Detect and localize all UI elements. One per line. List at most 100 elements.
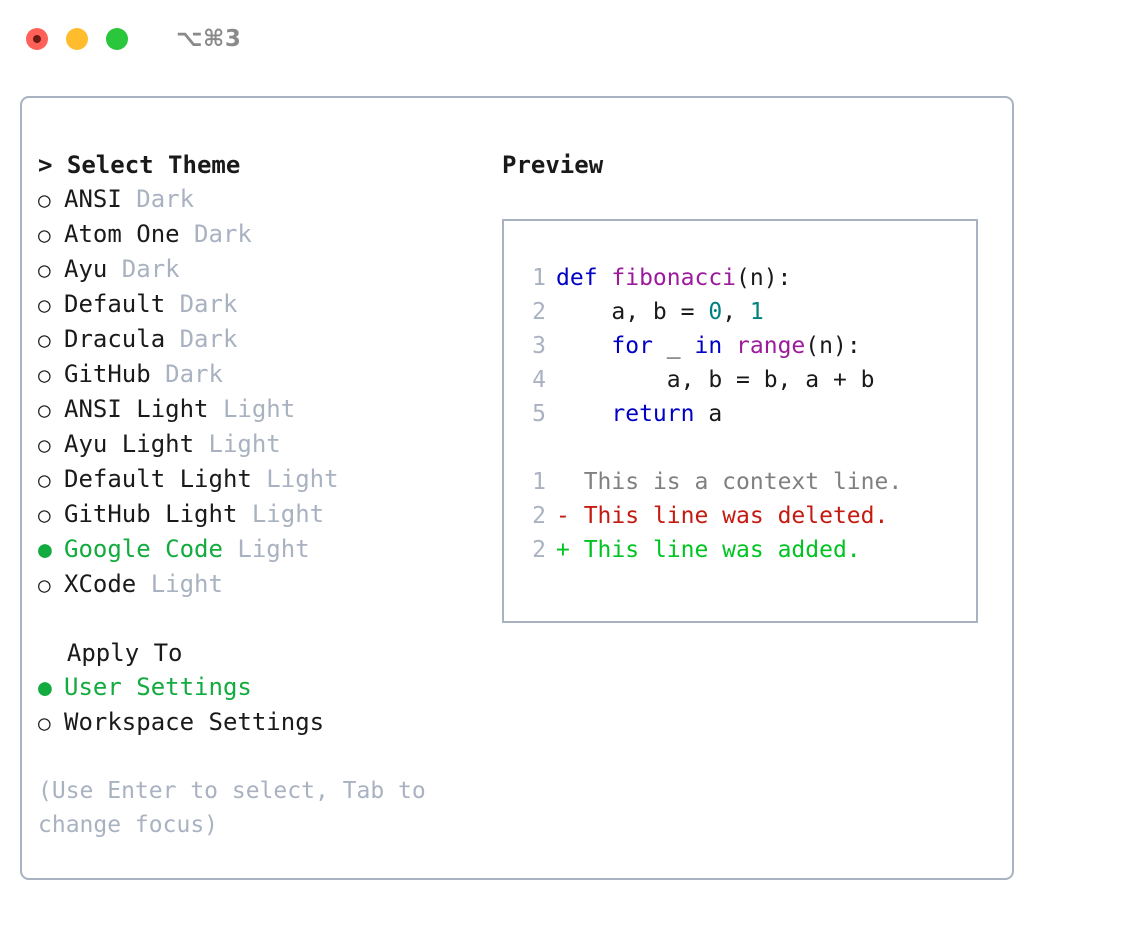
code-token-fn: fibonacci (611, 265, 737, 291)
radio-unselected-icon: ○ (38, 573, 51, 597)
theme-selector-panel: > Select Theme ○ANSI Dark○Atom One Dark○… (20, 96, 1014, 880)
diff-line-number: 1 (532, 469, 546, 495)
theme-option-github-light[interactable]: ○GitHub Light Light (38, 497, 478, 532)
apply-to-option-label: Workspace Settings (64, 708, 325, 736)
theme-option-variant-tag: Dark (121, 185, 195, 213)
theme-picker-column: > Select Theme ○ANSI Dark○Atom One Dark○… (38, 148, 478, 842)
theme-option-variant-tag: Dark (165, 290, 238, 318)
apply-to-header: Apply To (38, 639, 183, 667)
theme-option-label: Default (64, 290, 166, 318)
code-line-number: 3 (532, 333, 546, 359)
apply-to-option-label: User Settings (64, 673, 252, 701)
code-token-num: 1 (749, 299, 764, 325)
theme-option-default[interactable]: ○ Default Dark (38, 287, 478, 322)
theme-option-label: ANSI Light (64, 395, 209, 423)
code-token-plain (556, 333, 611, 359)
code-token-plain: a, b = b, a + b (556, 367, 875, 393)
code-line: 1 def fibonacci(n): (512, 261, 970, 295)
theme-option-label: GitHub Light (64, 500, 238, 528)
code-line-number: 5 (532, 401, 546, 427)
code-line-number: 2 (532, 299, 546, 325)
radio-unselected-icon: ○ (38, 293, 51, 317)
theme-option-label: Google Code (64, 535, 223, 563)
radio-unselected-icon: ○ (38, 188, 51, 212)
keyboard-hint-text: (Use Enter to select, Tab to change focu… (38, 778, 440, 838)
theme-option-default-light[interactable]: ○ Default Light Light (38, 462, 478, 497)
code-line-text: return a (556, 397, 722, 431)
theme-option-label: GitHub (64, 360, 151, 388)
diff-line-ctx: 1 This is a context line. (512, 465, 970, 499)
theme-option-xcode[interactable]: ○ XCode Light (38, 567, 478, 602)
radio-unselected-icon: ○ (38, 433, 51, 457)
diff-marker: + (556, 537, 584, 563)
code-blank-line (512, 431, 970, 465)
code-token-plain: _ (652, 333, 695, 359)
theme-option-dracula[interactable]: ○Dracula Dark (38, 322, 478, 357)
theme-option-ayu-light[interactable]: ○Ayu Light Light (38, 427, 478, 462)
code-token-plain: a (694, 401, 723, 427)
diff-line-number: 2 (532, 503, 546, 529)
apply-to-option-workspace-settings[interactable]: ○ Workspace Settings (38, 705, 478, 740)
radio-unselected-icon: ○ (38, 258, 51, 282)
maximize-window-button[interactable] (106, 28, 128, 50)
code-token-num: 0 (708, 299, 723, 325)
theme-option-variant-tag: Dark (150, 360, 223, 388)
radio-unselected-icon: ○ (38, 711, 51, 735)
theme-option-label: XCode (64, 570, 137, 598)
theme-option-label: Dracula (64, 325, 166, 353)
code-token-fn: range (736, 333, 806, 359)
code-token-plain: (n): (736, 265, 792, 291)
code-line-number: 4 (532, 367, 546, 393)
code-line-text: a, b = b, a + b (556, 363, 875, 397)
theme-option-ansi-light[interactable]: ○ANSI Light Light (38, 392, 478, 427)
radio-selected-icon: ● (38, 537, 52, 563)
diff-line-add: 2+ This line was added. (512, 533, 970, 567)
theme-option-ansi[interactable]: ○ANSI Dark (38, 182, 478, 217)
radio-unselected-icon: ○ (38, 223, 51, 247)
theme-option-label: Atom One (64, 220, 180, 248)
theme-option-variant-tag: Light (237, 500, 325, 528)
theme-option-google-code[interactable]: ●Google Code Light (38, 532, 478, 567)
radio-unselected-icon: ○ (38, 468, 51, 492)
code-token-kw: for (611, 333, 653, 359)
close-window-button[interactable] (26, 28, 48, 50)
code-token-kw: in (694, 333, 723, 359)
theme-option-label: Default Light (64, 465, 252, 493)
code-token-plain (556, 401, 611, 427)
theme-option-label: Ayu (64, 255, 108, 283)
diff-line-del: 2- This line was deleted. (512, 499, 970, 533)
code-line: 3 for _ in range(n): (512, 329, 970, 363)
diff-sample-lines: 1 This is a context line.2- This line wa… (512, 465, 970, 567)
theme-option-variant-tag: Light (136, 570, 223, 598)
diff-line-text: This is a context line. (583, 469, 903, 495)
theme-option-github[interactable]: ○ GitHub Dark (38, 357, 478, 392)
theme-option-variant-tag: Light (251, 465, 339, 493)
apply-to-option-list: ● User Settings ○ Workspace Settings (38, 670, 478, 740)
theme-option-atom-one[interactable]: ○ Atom One Dark (38, 217, 478, 252)
window-titlebar: ⌥⌘3 (0, 0, 1140, 78)
radio-unselected-icon: ○ (38, 398, 51, 422)
code-token-kw: def (556, 265, 612, 291)
code-line-number: 1 (532, 265, 546, 291)
code-line-text: for _ in range(n): (556, 329, 860, 363)
code-line-text: a, b = 0, 1 (556, 295, 764, 329)
apply-to-option-user-settings[interactable]: ● User Settings (38, 670, 478, 705)
radio-unselected-icon: ○ (38, 363, 51, 387)
theme-option-label: Ayu Light (64, 430, 195, 458)
code-token-plain: , (722, 299, 750, 325)
radio-selected-icon: ● (38, 675, 52, 701)
code-line: 5 return a (512, 397, 970, 431)
radio-unselected-icon: ○ (38, 328, 51, 352)
theme-option-variant-tag: Dark (179, 220, 252, 248)
theme-option-ayu[interactable]: ○Ayu Dark (38, 252, 478, 287)
code-line: 4 a, b = b, a + b (512, 363, 970, 397)
diff-line-number: 2 (532, 537, 546, 563)
select-theme-header: > Select Theme (38, 151, 241, 179)
traffic-light-buttons (26, 28, 128, 50)
preview-title: Preview (502, 151, 604, 179)
minimize-window-button[interactable] (66, 28, 88, 50)
diff-marker (556, 465, 584, 499)
code-token-plain (722, 333, 736, 359)
